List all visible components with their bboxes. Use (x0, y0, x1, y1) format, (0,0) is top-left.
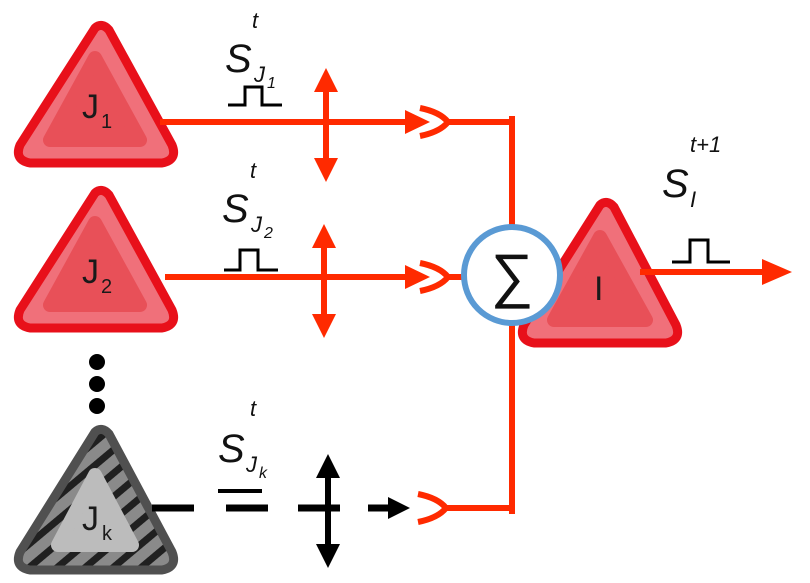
ellipsis-dots (89, 354, 105, 414)
axon-j1-arrowhead (405, 110, 430, 134)
output-axon (640, 259, 792, 285)
neuron-j2: J 2 (13, 185, 179, 333)
svg-text:1: 1 (267, 75, 276, 92)
spike-pulse-j2 (224, 248, 278, 272)
axon-j2-arrowhead (405, 265, 430, 289)
signal-label-output: S I t+1 (662, 132, 721, 212)
spike-pulse-j1 (228, 85, 282, 107)
signal-label-jk: S J k t (218, 396, 268, 482)
synapse-jk (417, 491, 450, 525)
svg-text:t: t (250, 158, 257, 183)
weight-arrow-jk (316, 454, 340, 568)
svg-text:t: t (250, 396, 257, 421)
signal-label-j2: S J 2 t (222, 158, 273, 242)
neuron-j2-label: J (82, 253, 99, 291)
svg-text:k: k (259, 465, 268, 482)
neuron-i: I (517, 197, 683, 348)
neuron-j2-subscript: 2 (101, 276, 112, 298)
neuron-jk-subscript: k (102, 523, 113, 545)
svg-text:2: 2 (263, 225, 273, 242)
weight-arrow-j1 (314, 68, 338, 182)
neuron-jk: J k (13, 424, 179, 575)
neuron-j1-label: J (82, 88, 99, 126)
neuron-j1-subscript: 1 (101, 111, 112, 133)
svg-text:S: S (218, 427, 245, 471)
svg-text:J: J (253, 62, 266, 87)
summation-node: ∑ (461, 224, 563, 326)
svg-text:S: S (225, 37, 252, 81)
axon-j1 (160, 105, 515, 225)
svg-text:t: t (252, 8, 259, 33)
summation-symbol: ∑ (491, 242, 534, 309)
svg-text:S: S (662, 162, 689, 206)
svg-text:J: J (250, 212, 263, 237)
signal-label-j1: S J 1 t (225, 8, 276, 92)
svg-text:S: S (222, 187, 249, 231)
svg-text:t+1: t+1 (690, 132, 721, 157)
svg-text:I: I (690, 187, 696, 212)
neuron-j1: J 1 (13, 20, 179, 168)
weight-arrow-j2 (312, 224, 336, 338)
svg-text:J: J (245, 452, 258, 477)
neuron-i-label: I (594, 270, 603, 308)
axon-jk-arrowhead (388, 497, 410, 519)
neuron-jk-label: J (82, 500, 99, 538)
axon-jk (152, 325, 515, 525)
spike-pulse-output (672, 238, 730, 264)
output-arrowhead (762, 259, 792, 285)
axon-j2 (165, 260, 462, 294)
